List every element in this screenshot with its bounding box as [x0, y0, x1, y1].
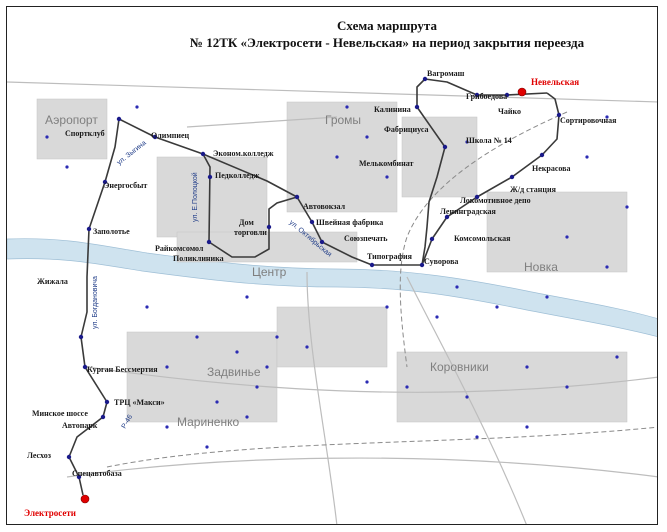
stop-nekrasova: Некрасова	[532, 164, 571, 173]
stop-minskoe: Минское шоссе	[32, 409, 88, 418]
network-stops	[45, 105, 629, 449]
stop-tipografiya: Типография	[367, 252, 413, 261]
stop-poliklinika: Поликлиника	[173, 254, 224, 263]
district-aeroport: Аэропорт	[45, 113, 98, 127]
terminal-start-marker	[80, 494, 90, 504]
district-gromy: Громы	[325, 113, 361, 127]
stop-ekonom: Эконом.колледж	[213, 149, 274, 158]
district-marinenko: Мариненко	[177, 415, 239, 429]
stop-leningradskaya: Ленинградская	[440, 207, 496, 216]
stop-kurgan: Курган Бессмертия	[87, 365, 158, 374]
stop-domtorgovli-2: торговли	[234, 228, 267, 237]
stop-soyuzpechat: Союзпечать	[344, 234, 388, 243]
street-bogdanovicha: ул. Богдановича	[92, 276, 99, 329]
stop-leshoz: Лесхоз	[27, 451, 52, 460]
stop-avtovokzal: Автовокзал	[303, 202, 346, 211]
district-centr: Центр	[252, 265, 287, 279]
stop-shkola14: Школа № 14	[466, 136, 512, 145]
stop-specavtobaza: Спецавтобаза	[72, 469, 122, 478]
route-line	[68, 92, 560, 496]
stop-lokomotiv: Локомотивное депо	[460, 196, 531, 205]
stop-sportklub: Спортклуб	[65, 129, 105, 138]
stop-raykomsomol: Райкомсомол	[155, 244, 204, 253]
stop-vagromash: Вагромаш	[427, 69, 465, 78]
map-title-line2: № 12ТК «Электросети - Невельская» на пер…	[189, 35, 585, 50]
stop-chayko: Чайко	[498, 107, 521, 116]
route-line-loop-centre	[202, 153, 298, 258]
map-title: Схема маршрута № 12ТК «Электросети - Нев…	[137, 17, 637, 51]
terminal-end-marker	[517, 87, 527, 97]
stop-zapolotye: Заполотье	[93, 227, 130, 236]
route-map: Аэропорт Громы Центр Новка Задвинье Коро…	[7, 69, 657, 524]
stop-energosbyt: Энергосбыт	[104, 181, 147, 190]
city-blocks	[36, 98, 628, 423]
stop-fabriciusa: Фабрициуса	[384, 125, 429, 134]
route-stops	[66, 76, 562, 480]
map-title-line1: Схема маршрута	[337, 18, 437, 33]
stop-trc: ТРЦ «Макси»	[114, 398, 165, 407]
stop-zhd: Ж/д станция	[510, 185, 557, 194]
district-korovniki: Коровники	[430, 360, 489, 374]
stop-sortirovochnaya: Сортировочная	[560, 116, 617, 125]
roads	[7, 81, 657, 524]
district-zadvinye: Задвинье	[207, 365, 261, 379]
street-zygina: ул. Зыгина	[116, 140, 148, 167]
stop-domtorgovli-1: Дом	[239, 218, 254, 227]
railways	[106, 111, 657, 468]
stop-suvorova: Суворова	[424, 257, 458, 266]
stop-kalinina: Калинина	[374, 105, 411, 114]
stop-shveynaya: Швейная фабрика	[316, 218, 383, 227]
stop-avtopark: Автопарк	[62, 421, 98, 430]
street-polockoy: ул. Е.Полоцкой	[191, 172, 199, 222]
map-frame: Аэропорт Громы Центр Новка Задвинье Коро…	[6, 6, 658, 525]
stop-pedkolledzh: Педколледж	[215, 171, 260, 180]
stop-zhizhala: Жижала	[37, 277, 68, 286]
terminal-start-label: Электросети	[24, 508, 76, 518]
district-novka: Новка	[524, 260, 558, 274]
stop-komsomolskaya: Комсомольская	[454, 234, 511, 243]
stop-olimpiec: Олимпиец	[151, 131, 190, 140]
terminal-end-label: Невельская	[531, 77, 579, 87]
stop-melkombinat: Мелькомбинат	[359, 159, 414, 168]
stop-griboedova: Грибоедова	[466, 92, 507, 101]
